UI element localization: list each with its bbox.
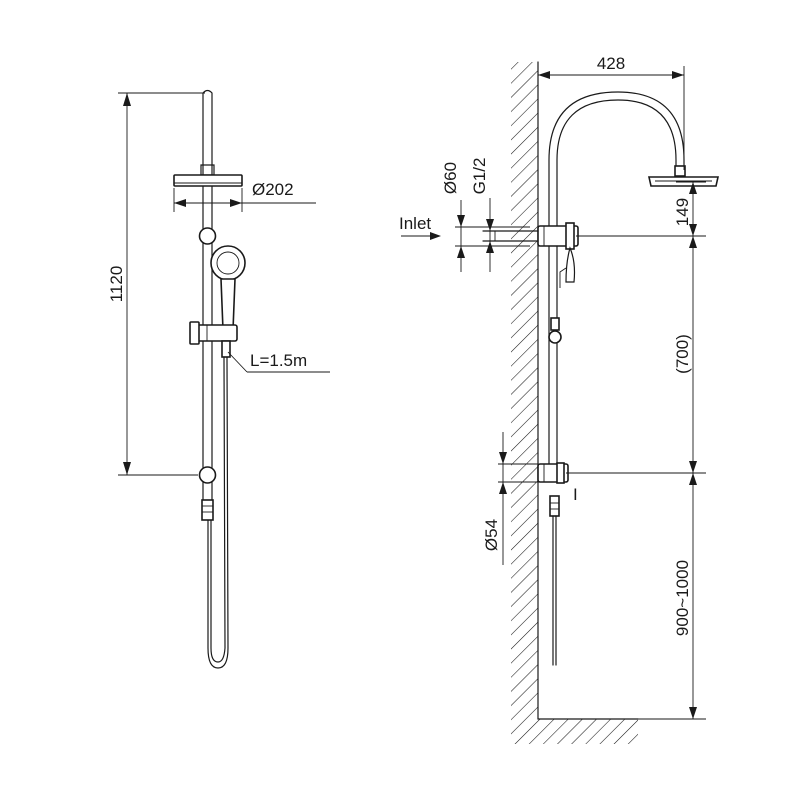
side-head-connector <box>674 165 686 177</box>
dimension-bracket-diameter: Ø54 <box>482 432 538 565</box>
dimension-428: 428 <box>537 54 685 170</box>
head-drop-label: 149 <box>673 198 692 226</box>
shower-hose <box>207 340 231 669</box>
wall <box>511 61 639 744</box>
inlet-label: Inlet <box>399 214 431 233</box>
dimension-inlet-diameter: Ø60 <box>441 162 530 272</box>
dimension-1120: 1120 <box>107 92 205 476</box>
hose-length-callout: L=1.5m <box>227 351 330 373</box>
bracket-spacing-label: (700) <box>673 334 692 374</box>
inlet-callout: Inlet <box>399 214 441 240</box>
side-view: I 428 149 <box>399 54 719 744</box>
mount-height-label: 900~1000 <box>673 560 692 636</box>
dimension-149: 149 <box>576 181 706 237</box>
dimension-700: (700) <box>566 236 706 474</box>
side-hand-shower <box>565 246 576 283</box>
riser-pipe <box>202 89 213 501</box>
upper-wall-bracket <box>198 227 217 245</box>
hand-shower <box>210 245 246 331</box>
hose-length-label: L=1.5m <box>250 351 307 370</box>
curved-shower-arm <box>548 91 685 229</box>
bracket-mark: I <box>573 485 578 504</box>
side-holder-knob <box>548 330 562 344</box>
side-shower-head <box>648 176 719 187</box>
overhead-shower-head <box>173 174 243 187</box>
front-view: 1120 Ø202 L=1.5m <box>107 89 330 669</box>
bottom-connector <box>201 499 214 521</box>
height-dimension-label: 1120 <box>107 266 126 303</box>
lower-wall-bracket <box>198 466 217 484</box>
dimension-mount-height: 900~1000 <box>638 473 706 720</box>
side-drop-pipe <box>552 515 557 666</box>
thread-size-label: G1/2 <box>470 158 489 195</box>
bracket-diameter-label: Ø54 <box>482 519 501 551</box>
side-bottom-connector <box>549 495 560 517</box>
side-upper-bracket <box>537 222 579 250</box>
dimension-head-diameter: Ø202 <box>173 180 316 212</box>
inlet-diameter-label: Ø60 <box>441 162 460 194</box>
slide-holder <box>189 321 238 345</box>
dimension-thread: G1/2 <box>470 158 500 272</box>
head-diameter-label: Ø202 <box>252 180 294 199</box>
arm-reach-label: 428 <box>597 54 625 73</box>
side-riser-bar <box>548 245 558 467</box>
